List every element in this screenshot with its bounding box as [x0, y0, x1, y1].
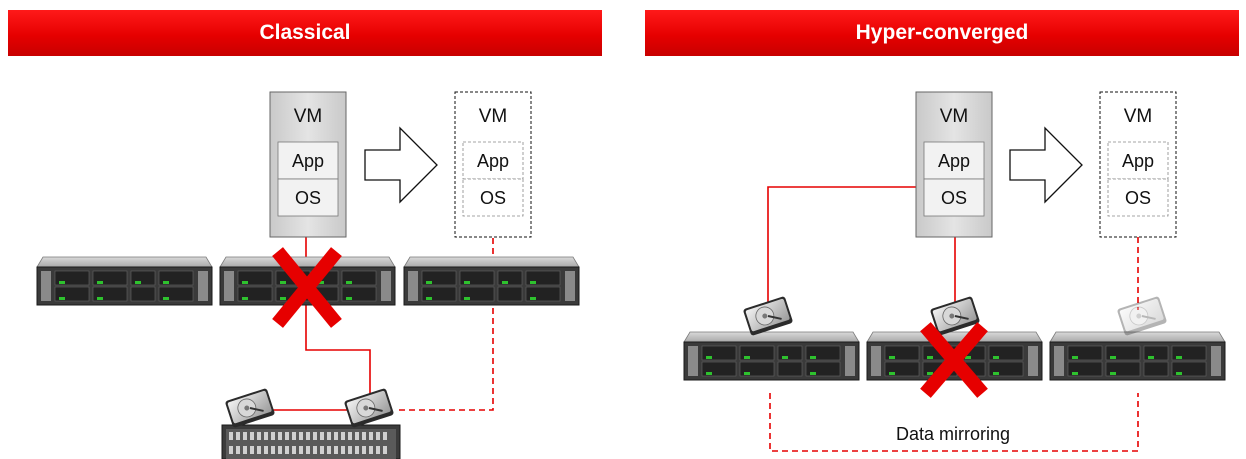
hyper-converged-title: Hyper-converged: [855, 21, 1029, 44]
hc-vm-box: VM App OS: [915, 91, 993, 238]
hc-server-1: [683, 331, 860, 381]
hard-disk-icon: [342, 386, 396, 430]
hard-disk-icon: [223, 386, 277, 430]
hc-vm-box-target: VM App OS: [1099, 91, 1177, 238]
vm-label: VM: [294, 106, 323, 127]
failure-cross: [272, 247, 342, 328]
storage-array: [221, 424, 401, 459]
hard-disk-ghost-icon: [1115, 294, 1169, 338]
app-label: App: [477, 151, 509, 171]
vm-box-target: VM App OS: [454, 91, 532, 238]
classical-title: Classical: [259, 21, 351, 44]
hard-disk-icon: [741, 294, 795, 338]
hc-migration-arrow: [1009, 126, 1083, 204]
vm-box: VM App OS: [269, 91, 347, 238]
hc-server-3: [1049, 331, 1226, 381]
server-1: [36, 256, 213, 306]
hc-failure-cross: [920, 322, 988, 398]
vm-label: VM: [479, 106, 508, 127]
os-label: OS: [480, 188, 506, 208]
vm-disk-link: [767, 186, 916, 312]
storage-link-dashed: [395, 238, 494, 411]
classical-banner: Classical: [8, 10, 602, 56]
os-label: OS: [1125, 188, 1151, 208]
vm-label: VM: [1124, 106, 1153, 127]
server-3: [403, 256, 580, 306]
app-label: App: [938, 151, 970, 171]
app-label: App: [1122, 151, 1154, 171]
data-mirroring-bracket: [769, 393, 1139, 452]
vm-label: VM: [940, 106, 969, 127]
migration-arrow: [364, 126, 438, 204]
data-mirroring-label: Data mirroring: [896, 424, 1010, 444]
os-label: OS: [941, 188, 967, 208]
hyper-converged-banner: Hyper-converged: [645, 10, 1239, 56]
os-label: OS: [295, 188, 321, 208]
app-label: App: [292, 151, 324, 171]
